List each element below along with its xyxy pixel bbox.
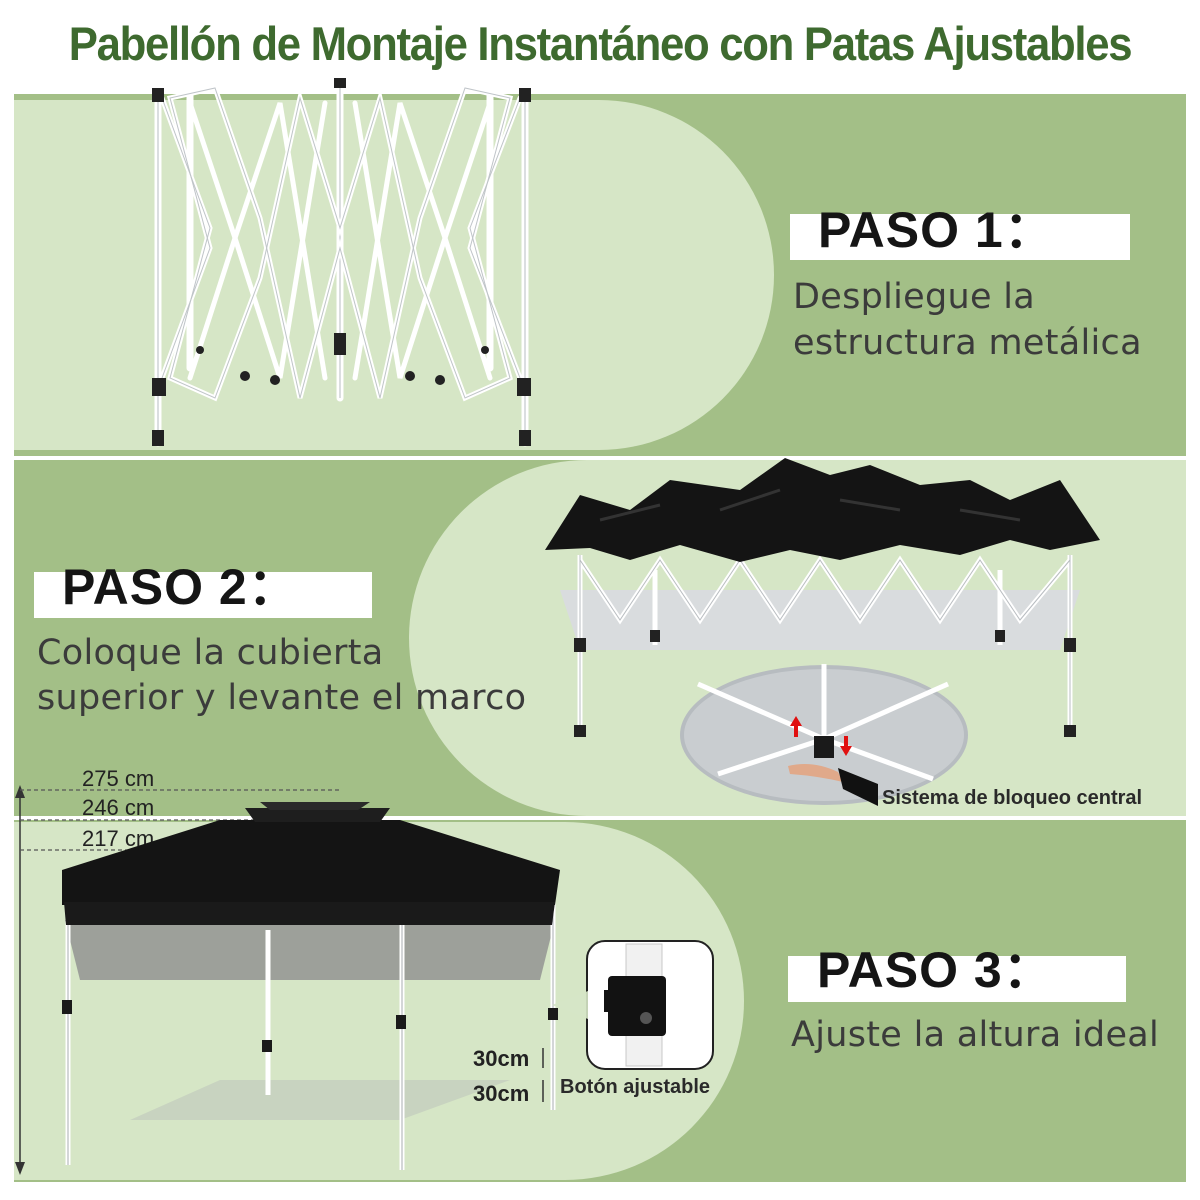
- increment-label-lower: 30cm: [473, 1081, 530, 1106]
- step1-desc-line2: estructura metálica: [793, 323, 1142, 363]
- step3-title-bar: [788, 956, 1126, 1002]
- step1-title-bar: [790, 214, 1130, 260]
- increment-label-upper: 30cm: [473, 1046, 530, 1071]
- adjust-button-caption: Botón ajustable: [560, 1076, 711, 1098]
- step2-desc-line1: Coloque la cubierta: [37, 633, 384, 673]
- step3-desc: Ajuste la altura ideal: [791, 1015, 1160, 1055]
- height-label-246: 246 cm: [82, 795, 155, 820]
- step1-desc-line1: Despliegue la: [793, 277, 1036, 317]
- height-label-275: 275 cm: [82, 766, 155, 791]
- adjust-button-zoom-image: [586, 940, 714, 1070]
- step3-title: PASO 3：: [817, 942, 1054, 998]
- step1-title: PASO 1：: [818, 202, 1055, 258]
- unfolded-metal-frame-image: [152, 78, 531, 447]
- zoom-pointer: [552, 991, 588, 1019]
- assembled-gazebo-image: [62, 802, 560, 1170]
- step2-title-bar: [34, 572, 372, 618]
- central-lock-caption: Sistema de bloqueo central: [882, 787, 1143, 809]
- page-title: Pabellón de Montaje Instantáneo con Pata…: [68, 17, 1133, 70]
- step2-desc-line2: superior y levante el marco: [37, 678, 527, 718]
- step2-title: PASO 2：: [62, 559, 299, 615]
- central-lock-zoom-image: [680, 664, 968, 806]
- canopy-on-frame-image: [545, 458, 1100, 737]
